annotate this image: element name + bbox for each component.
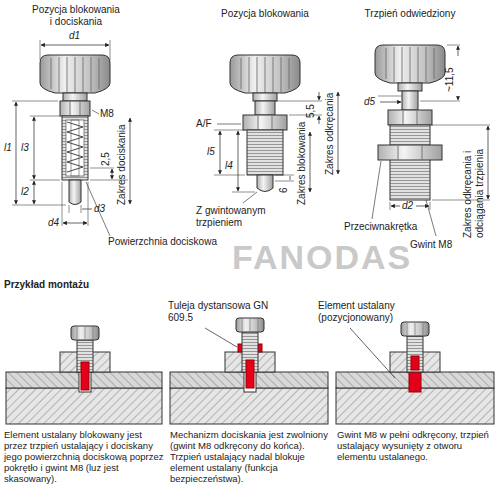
dimension-value: ~11,5 — [444, 67, 456, 92]
view-heading: Trzpień odwiedziony — [352, 8, 468, 20]
range-label: Zakres dociskania — [116, 124, 128, 205]
range-label: Zakres odkręcania — [324, 93, 336, 175]
part-label: Powierzchnia dociskowa — [108, 236, 217, 248]
view-heading: Pozycja blokowania — [210, 8, 320, 20]
dimension-value: 6 — [278, 187, 290, 193]
dimension-symbol: d3 — [94, 203, 105, 215]
dimension-symbol: d4 — [48, 217, 59, 229]
thread-label: M8 — [100, 108, 114, 120]
dimension-value: 5,5 — [305, 104, 317, 118]
section-heading: Przykład montażu — [4, 279, 89, 291]
dimension-symbol: l1 — [4, 142, 12, 154]
part-label: Przeciwnakrętka — [344, 221, 417, 233]
range-label: Zakres odkręcania i odciągania trzpienia — [462, 108, 485, 238]
dimension-symbol: d1 — [69, 30, 80, 42]
dimension-symbol: l5 — [207, 146, 215, 158]
part-label: Tuleja dystansowa GN 609.5 — [168, 300, 280, 323]
part-label: Element ustalany (pozycjonowany) — [318, 300, 430, 323]
range-label: Zakres blokowania — [296, 122, 308, 205]
part-label: Z gwintowanym trzpieniem — [196, 205, 274, 228]
dimension-value: 2,5 — [100, 152, 112, 166]
dimension-symbol: d2 — [402, 200, 413, 212]
dimension-symbol: l2 — [21, 186, 29, 198]
view-heading: Pozycja blokowania i dociskania — [30, 4, 122, 27]
dimension-symbol: d5 — [364, 96, 375, 108]
dimension-symbol: l3 — [21, 142, 29, 154]
description-text: Gwint M8 w pełni odkręcony, trzpień usta… — [337, 430, 497, 463]
description-text: Element ustalany blokowany jest przez tr… — [4, 430, 166, 485]
dimension-symbol: l4 — [225, 160, 233, 172]
thread-label: Gwint M8 — [410, 239, 452, 251]
dimension-symbol: A/F — [196, 118, 212, 130]
description-text: Mechanizm dociskania jest zwolniony (gwi… — [170, 430, 330, 485]
watermark: FANODAS — [232, 238, 412, 277]
